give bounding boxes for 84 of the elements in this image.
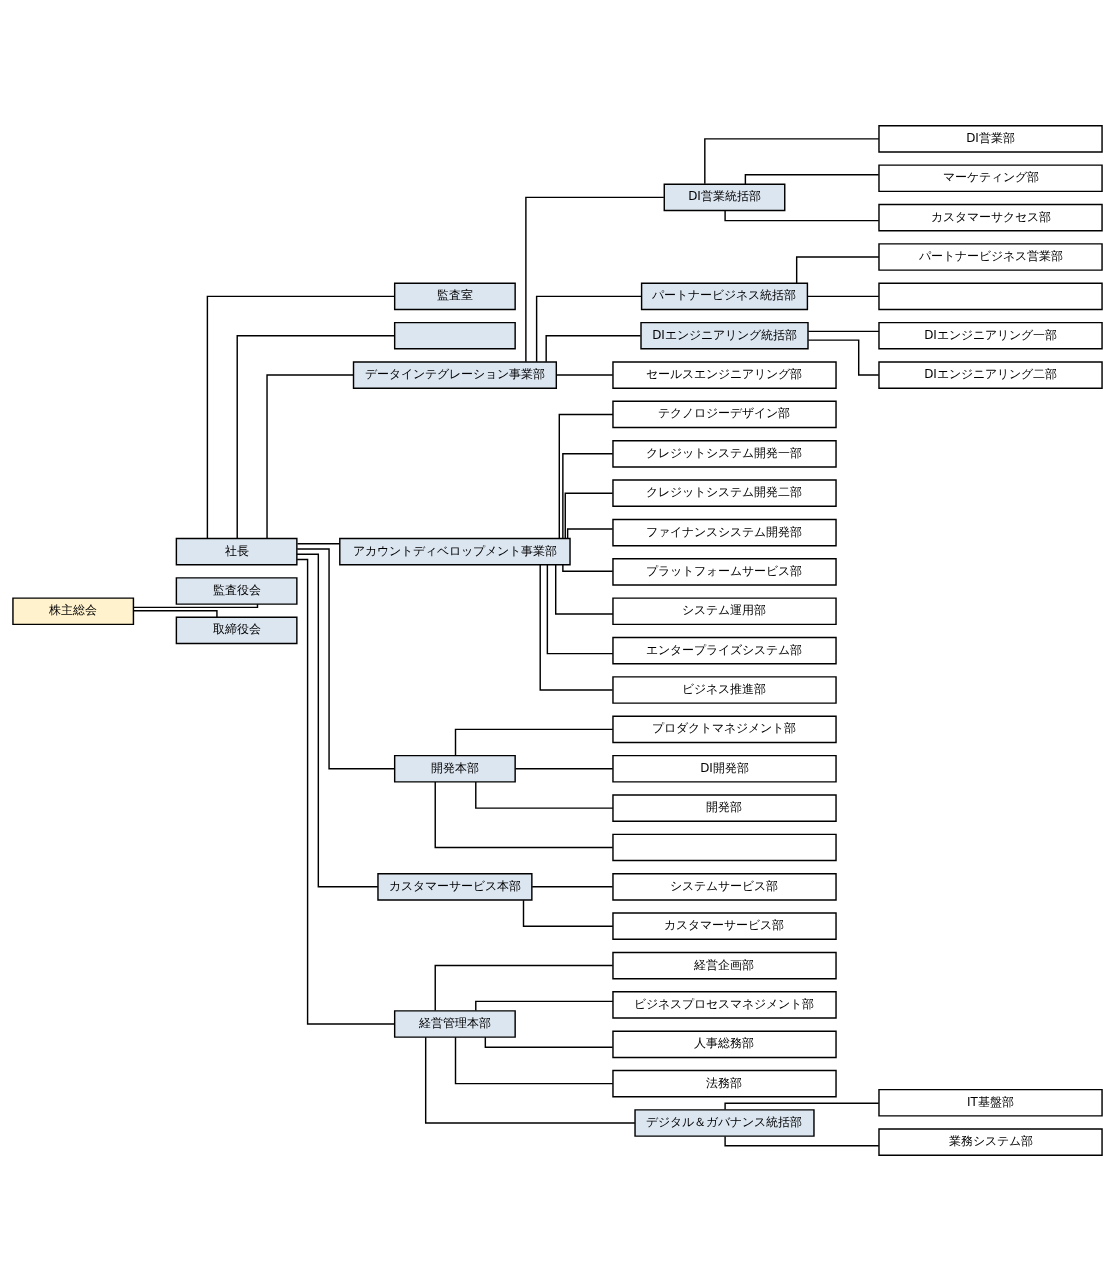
connector <box>132 603 259 608</box>
node-box: ビジネス推進部 <box>612 675 837 704</box>
node-box: ビジネスプロセスマネジメント部 <box>612 990 837 1019</box>
node-box: DI営業部 <box>878 124 1103 153</box>
connector <box>566 527 614 539</box>
connector <box>807 338 880 376</box>
connector <box>531 885 614 888</box>
node-box: 社長 <box>175 537 298 565</box>
connector <box>704 137 880 184</box>
connector <box>525 196 665 362</box>
node-box <box>878 282 1103 310</box>
connector <box>724 1135 880 1146</box>
node-box: アカウントディベロップメント事業部 <box>339 537 571 565</box>
connector <box>206 295 396 539</box>
node-box: DIエンジニアリング統括部 <box>640 321 809 350</box>
node-box: 経営企画部 <box>612 951 837 979</box>
connector <box>562 563 614 572</box>
node-box: 開発本部 <box>393 754 516 783</box>
node-box: プロダクトマネジメント部 <box>612 715 837 743</box>
node-box: パートナービジネス営業部 <box>878 242 1103 271</box>
node-box: 法務部 <box>612 1069 837 1097</box>
connector <box>807 330 880 332</box>
connector <box>564 491 614 539</box>
node-box: カスタマーサービス部 <box>612 911 837 940</box>
connector <box>562 452 614 539</box>
connector <box>236 334 395 539</box>
connector <box>724 209 880 221</box>
node-box: DI営業統括部 <box>663 183 786 211</box>
node-box: クレジットシステム開発二部 <box>612 478 837 507</box>
node-box: DI開発部 <box>612 754 837 783</box>
node-box: カスタマーサクセス部 <box>878 203 1103 231</box>
node-box: マーケティング部 <box>878 163 1103 192</box>
connector <box>266 373 354 539</box>
node-box: 監査役会 <box>175 576 298 605</box>
connector <box>555 563 614 615</box>
connector <box>296 542 341 544</box>
connector <box>475 780 614 809</box>
node-box: 人事総務部 <box>612 1029 837 1058</box>
connector <box>795 255 880 284</box>
connector <box>484 1036 614 1048</box>
connector <box>475 1000 614 1011</box>
connector <box>545 334 642 362</box>
connector <box>454 1036 614 1084</box>
connector <box>806 295 880 297</box>
connector <box>535 295 643 362</box>
node-box: システムサービス部 <box>612 872 837 901</box>
node-box: テクノロジーデザイン部 <box>612 400 837 428</box>
connector <box>539 563 614 691</box>
node-box: パートナービジネス統括部 <box>640 282 809 310</box>
node-box: クレジットシステム開発一部 <box>612 439 837 468</box>
node-box: 開発部 <box>612 793 837 822</box>
node-box <box>612 833 837 861</box>
connector <box>434 964 614 1011</box>
connector <box>454 728 614 756</box>
connector <box>522 898 614 927</box>
node-box: ファイナンスシステム開発部 <box>612 518 837 546</box>
connector <box>133 609 218 618</box>
node-box: カスタマーサービス本部 <box>377 872 533 901</box>
node-box: DIエンジニアリング二部 <box>878 360 1103 389</box>
node-box: データインテグレーション事業部 <box>352 360 558 389</box>
node-box: IT基盤部 <box>878 1088 1103 1117</box>
node-box: 株主総会 <box>12 596 135 625</box>
connector <box>296 558 396 1025</box>
connector <box>514 767 614 769</box>
node-box: デジタル＆ガバナンス統括部 <box>634 1108 815 1137</box>
node-box: システム運用部 <box>612 596 837 625</box>
node-box: 取締役会 <box>175 616 298 644</box>
connector <box>296 547 396 769</box>
node-box: 経営管理本部 <box>393 1009 516 1038</box>
node-box: DIエンジニアリング一部 <box>878 321 1103 350</box>
node-box: 監査室 <box>393 282 516 310</box>
connector <box>744 173 880 185</box>
connector <box>546 563 614 654</box>
connector <box>424 1036 636 1124</box>
node-box: エンタープライズシステム部 <box>612 636 837 664</box>
connector <box>434 780 614 848</box>
connector <box>296 553 379 888</box>
node-box: セールスエンジニアリング部 <box>612 360 837 389</box>
node-box <box>393 321 516 350</box>
connector <box>724 1102 880 1110</box>
node-box: プラットフォームサービス部 <box>612 557 837 586</box>
node-box: 業務システム部 <box>878 1127 1103 1156</box>
connector <box>558 413 614 539</box>
connector <box>555 373 614 376</box>
